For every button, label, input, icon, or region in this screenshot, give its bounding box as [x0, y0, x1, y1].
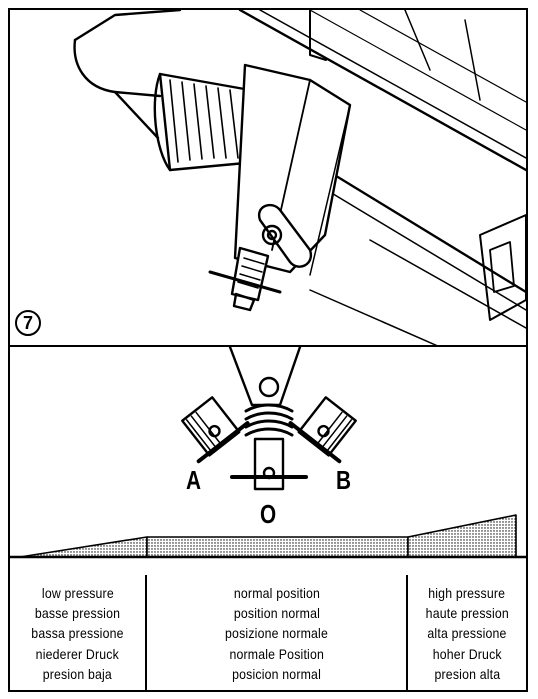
- high-pressure-label-fr: haute pression: [425, 605, 509, 622]
- high-pressure-label-it: alta pressione: [427, 625, 507, 642]
- normal-position-label-es: posicion normal: [232, 665, 321, 682]
- normal-position-label-it: posizione normale: [225, 625, 328, 642]
- normal-position-label-en: normal position: [233, 585, 320, 602]
- position-label-a: A: [186, 465, 202, 495]
- machine-illustration-panel: 7: [10, 10, 526, 347]
- low-pressure-label-de: niederer Druck: [35, 645, 120, 662]
- high-pressure-column: high pressure haute pression alta pressi…: [408, 575, 526, 690]
- low-pressure-column: low pressure basse pression bassa pressi…: [10, 575, 147, 690]
- pressure-labels-table: low pressure basse pression bassa pressi…: [10, 575, 526, 690]
- machine-illustration: [73, 10, 526, 345]
- low-pressure-label-es: presion baja: [42, 665, 113, 682]
- position-label-b: B: [336, 465, 352, 495]
- normal-position-label-fr: position normal: [233, 605, 320, 622]
- high-pressure-label-es: presion alta: [434, 665, 500, 682]
- high-pressure-label-en: high pressure: [428, 585, 506, 602]
- figure-frame: 7: [8, 8, 528, 692]
- pressure-key-diagram: [10, 347, 526, 559]
- high-pressure-label-de: hoher Druck: [432, 645, 502, 662]
- position-label-o: O: [260, 499, 277, 529]
- normal-position-column: normal position position normal posizion…: [147, 575, 408, 690]
- normal-position-label-de: normale Position: [229, 645, 324, 662]
- low-pressure-label-it: bassa pressione: [31, 625, 124, 642]
- pressure-diagram-panel: A O B low pressure basse pression bassa …: [10, 347, 526, 690]
- figure-number-badge: 7: [15, 310, 41, 336]
- low-pressure-label-fr: basse pression: [34, 605, 121, 622]
- low-pressure-label-en: low pressure: [41, 585, 114, 602]
